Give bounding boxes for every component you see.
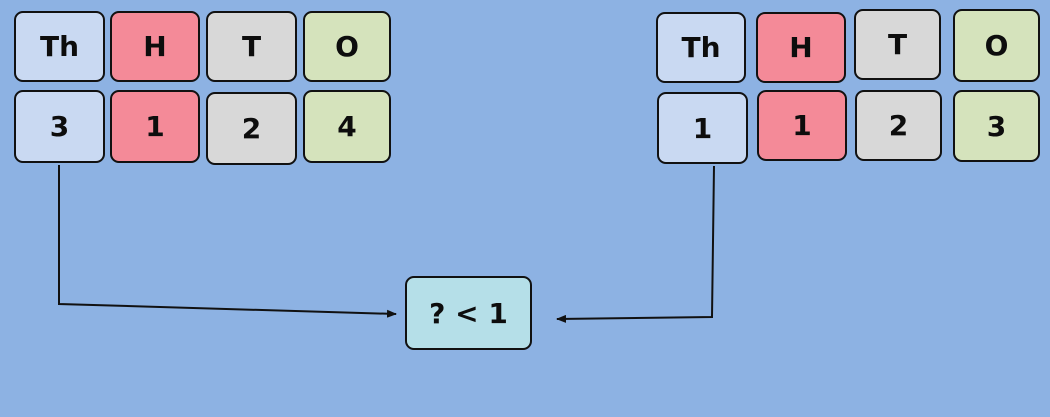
right-digit-hundreds: 1 <box>757 90 847 161</box>
left-connector-arrow <box>58 165 397 318</box>
right-connector-arrow <box>556 165 715 323</box>
comparison-result-box: ? < 1 <box>405 276 532 350</box>
left-digit-thousands: 3 <box>14 90 105 163</box>
left-header-tens: T <box>206 11 297 82</box>
right-digit-tens: 2 <box>855 90 942 161</box>
left-digit-hundreds: 1 <box>110 90 200 163</box>
left-header-thousands: Th <box>14 11 105 82</box>
right-digit-ones: 3 <box>953 90 1040 162</box>
right-header-hundreds: H <box>756 12 846 83</box>
left-digit-tens: 2 <box>206 92 297 165</box>
left-header-ones: O <box>303 11 391 82</box>
right-header-ones: O <box>953 9 1040 82</box>
right-header-thousands: Th <box>656 12 746 83</box>
left-header-hundreds: H <box>110 11 200 82</box>
right-digit-thousands: 1 <box>657 92 748 164</box>
left-digit-ones: 4 <box>303 90 391 163</box>
comparison-result-text: ? < 1 <box>429 296 508 330</box>
right-header-tens: T <box>854 9 941 80</box>
